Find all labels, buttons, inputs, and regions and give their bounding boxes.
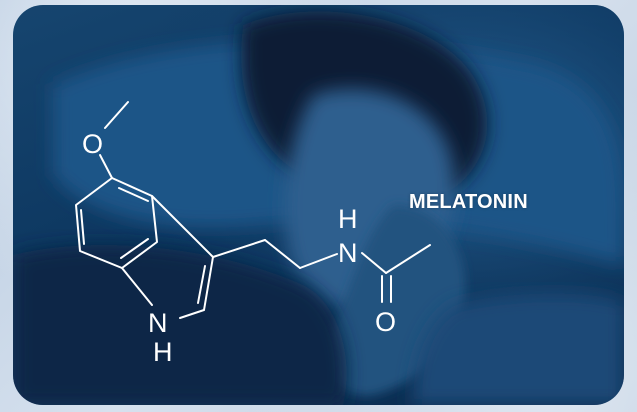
photo-scene bbox=[13, 5, 624, 405]
sleeping-woman-photo: O N H H N O MELATONIN bbox=[13, 5, 624, 405]
double-bond-3 bbox=[80, 209, 85, 245]
bond-c3a-c3 bbox=[151, 195, 214, 258]
shoulder bbox=[13, 245, 347, 405]
atom-amide-h: H bbox=[338, 204, 358, 234]
melatonin-structure: O N H H N O bbox=[75, 101, 431, 367]
double-bond-pyrrole bbox=[197, 265, 206, 304]
atom-ring-n: N bbox=[148, 308, 168, 338]
bond-methyl-o bbox=[104, 101, 129, 129]
double-bond-1 bbox=[118, 187, 149, 202]
bond-n-c7a bbox=[121, 267, 153, 306]
atom-carbonyl-o: O bbox=[375, 307, 396, 337]
bond-c-methyl bbox=[385, 244, 431, 274]
bond-n-c bbox=[361, 252, 387, 274]
bond-c2-n bbox=[179, 309, 205, 319]
benzene-ring bbox=[75, 177, 158, 269]
bond-o-ring bbox=[99, 154, 113, 179]
atom-ring-h: H bbox=[153, 337, 173, 367]
bond-side-1 bbox=[212, 239, 266, 258]
double-bond-2 bbox=[120, 238, 149, 259]
bond-side-2 bbox=[264, 239, 301, 269]
atom-amide-n: N bbox=[338, 238, 358, 268]
melatonin-title: MELATONIN bbox=[409, 191, 528, 213]
bond-side-3 bbox=[299, 253, 338, 269]
atom-oxygen-methoxy: O bbox=[82, 129, 103, 159]
bond-c3-c2 bbox=[203, 256, 214, 311]
blanket bbox=[413, 293, 624, 405]
